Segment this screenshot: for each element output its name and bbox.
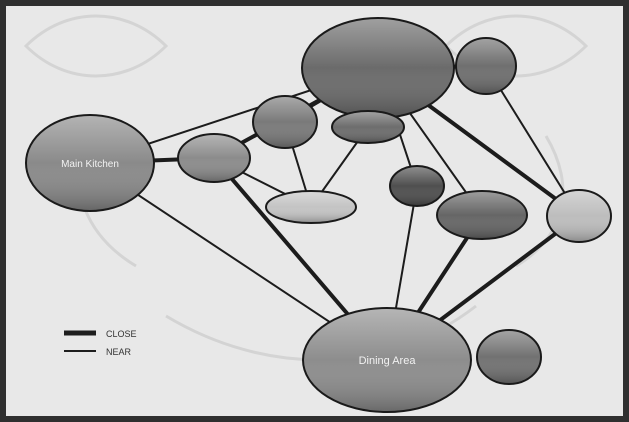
node-main-kitchen: Main Kitchen [25, 114, 155, 212]
node-right-mid-shading [438, 192, 526, 238]
node-right-light [546, 189, 612, 243]
legend-close-label: CLOSE [106, 329, 137, 339]
node-right-mid [436, 190, 528, 240]
node-main-kitchen-shading [27, 116, 153, 210]
legend: CLOSE NEAR [64, 329, 137, 357]
node-center-upper-shading [254, 97, 316, 147]
node-top-large-shading [303, 19, 453, 117]
node-mid-left-shading [179, 135, 249, 181]
node-light-center-shading [267, 192, 355, 222]
node-bottom-right-shading [478, 331, 540, 383]
node-top-right-shading [457, 39, 515, 93]
node-top-large [301, 17, 455, 119]
node-right-light-shading [548, 191, 610, 241]
node-dark-small [389, 165, 445, 207]
node-dining-area-label: Dining Area [359, 355, 417, 367]
node-top-right [455, 37, 517, 95]
node-center-small [331, 110, 405, 144]
node-bottom-right [476, 329, 542, 385]
node-center-small-shading [333, 112, 403, 142]
node-mid-left [177, 133, 251, 183]
node-dark-small-shading [391, 167, 443, 205]
node-center-upper [252, 95, 318, 149]
node-light-center [265, 190, 357, 224]
legend-near-label: NEAR [106, 347, 132, 357]
node-dining-area-shading [304, 309, 470, 411]
node-dining-area: Dining Area [302, 307, 472, 413]
node-main-kitchen-label: Main Kitchen [61, 159, 119, 170]
